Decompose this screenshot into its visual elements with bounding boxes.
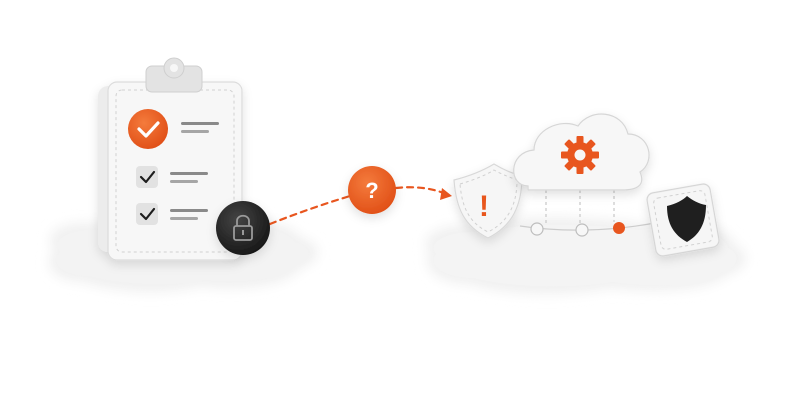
- arrow-head: [440, 188, 452, 200]
- network-node: [575, 223, 589, 237]
- checklist-text-lines-1: [181, 122, 219, 133]
- network-node: [530, 222, 544, 236]
- gear-icon: [561, 136, 599, 174]
- checklist-text-lines-2: [170, 172, 208, 183]
- checkbox-checked-icon: [136, 203, 158, 225]
- network-connectors: [519, 190, 661, 237]
- dashed-connector-left: [268, 194, 352, 226]
- check-circle-icon: [128, 109, 168, 149]
- question-mark: ?: [365, 178, 378, 203]
- question-icon: ?: [348, 166, 396, 214]
- shield-icon: [667, 196, 706, 242]
- lock-icon: [216, 201, 270, 255]
- alert-mark: !: [479, 190, 489, 223]
- checkbox-checked-icon: [136, 166, 158, 188]
- clipboard-clip: [145, 57, 203, 93]
- network-node-active: [613, 222, 625, 234]
- checklist-text-lines-3: [170, 209, 208, 220]
- dashed-connector-right: [394, 186, 448, 196]
